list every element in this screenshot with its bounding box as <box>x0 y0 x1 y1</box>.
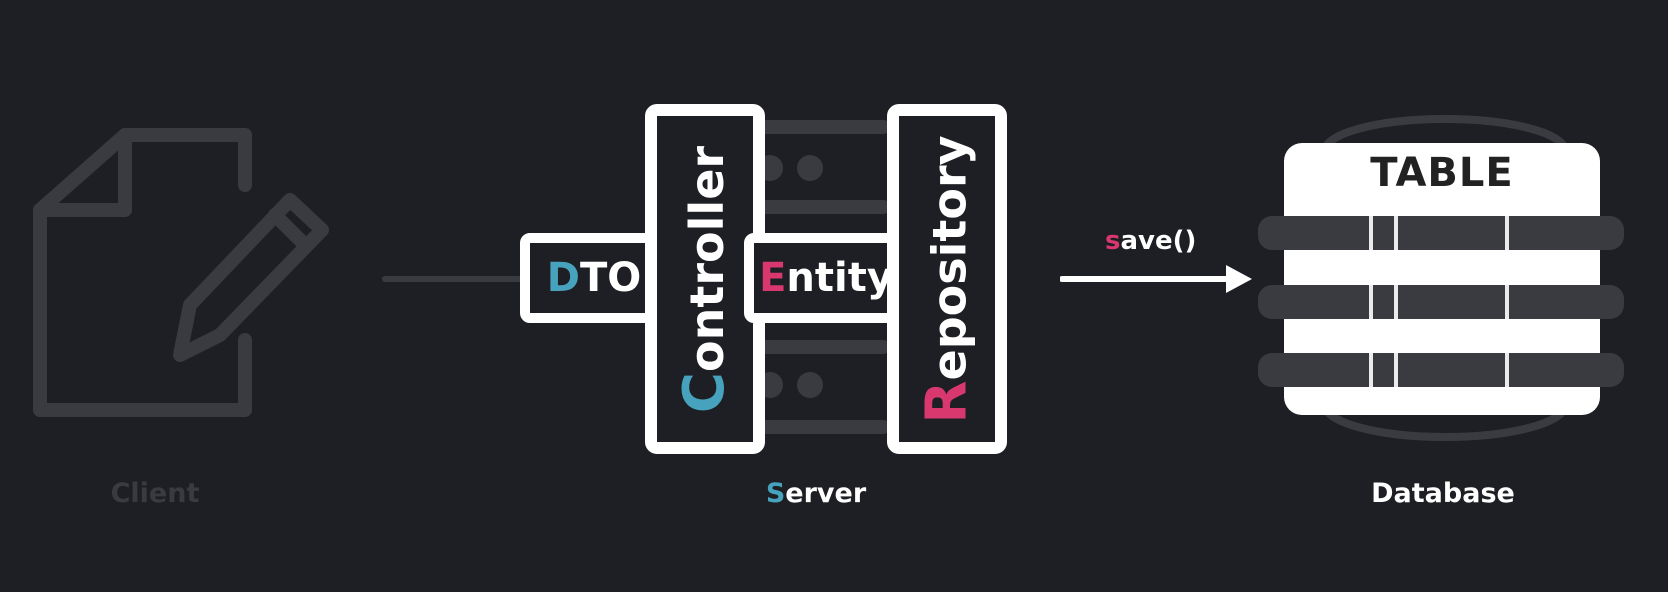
save-method-label: save() <box>1105 226 1196 256</box>
database-caption: Database <box>1371 478 1515 509</box>
table-row-band <box>1258 285 1624 319</box>
client-caption: Client <box>110 478 200 509</box>
dto-first-letter: D <box>546 255 580 301</box>
server-caption: Server <box>666 478 966 509</box>
table-column-divider <box>1505 210 1509 390</box>
controller-first-letter: C <box>672 371 738 413</box>
save-first-letter: s <box>1105 226 1121 256</box>
save-arrow-icon <box>1060 265 1252 293</box>
table-column-divider <box>1369 210 1373 390</box>
table-title: TABLE <box>1370 150 1514 196</box>
server-caption-rest: erver <box>785 478 867 509</box>
document-edit-icon <box>33 128 329 417</box>
repository-first-letter: R <box>914 380 980 424</box>
repository-rest: epository <box>922 134 977 381</box>
client-connector-line <box>382 276 522 282</box>
entity-rest: ntity <box>786 255 893 301</box>
controller-rest: ontroller <box>680 145 735 372</box>
dto-rest: TO <box>579 255 642 301</box>
repository-box: Repository <box>887 104 1007 454</box>
table-row-band <box>1258 216 1624 250</box>
table-column-divider <box>1394 210 1398 390</box>
server-caption-first: S <box>765 478 786 509</box>
entity-first-letter: E <box>759 255 787 301</box>
save-rest: ave() <box>1120 226 1197 256</box>
table-row-band <box>1258 353 1624 387</box>
